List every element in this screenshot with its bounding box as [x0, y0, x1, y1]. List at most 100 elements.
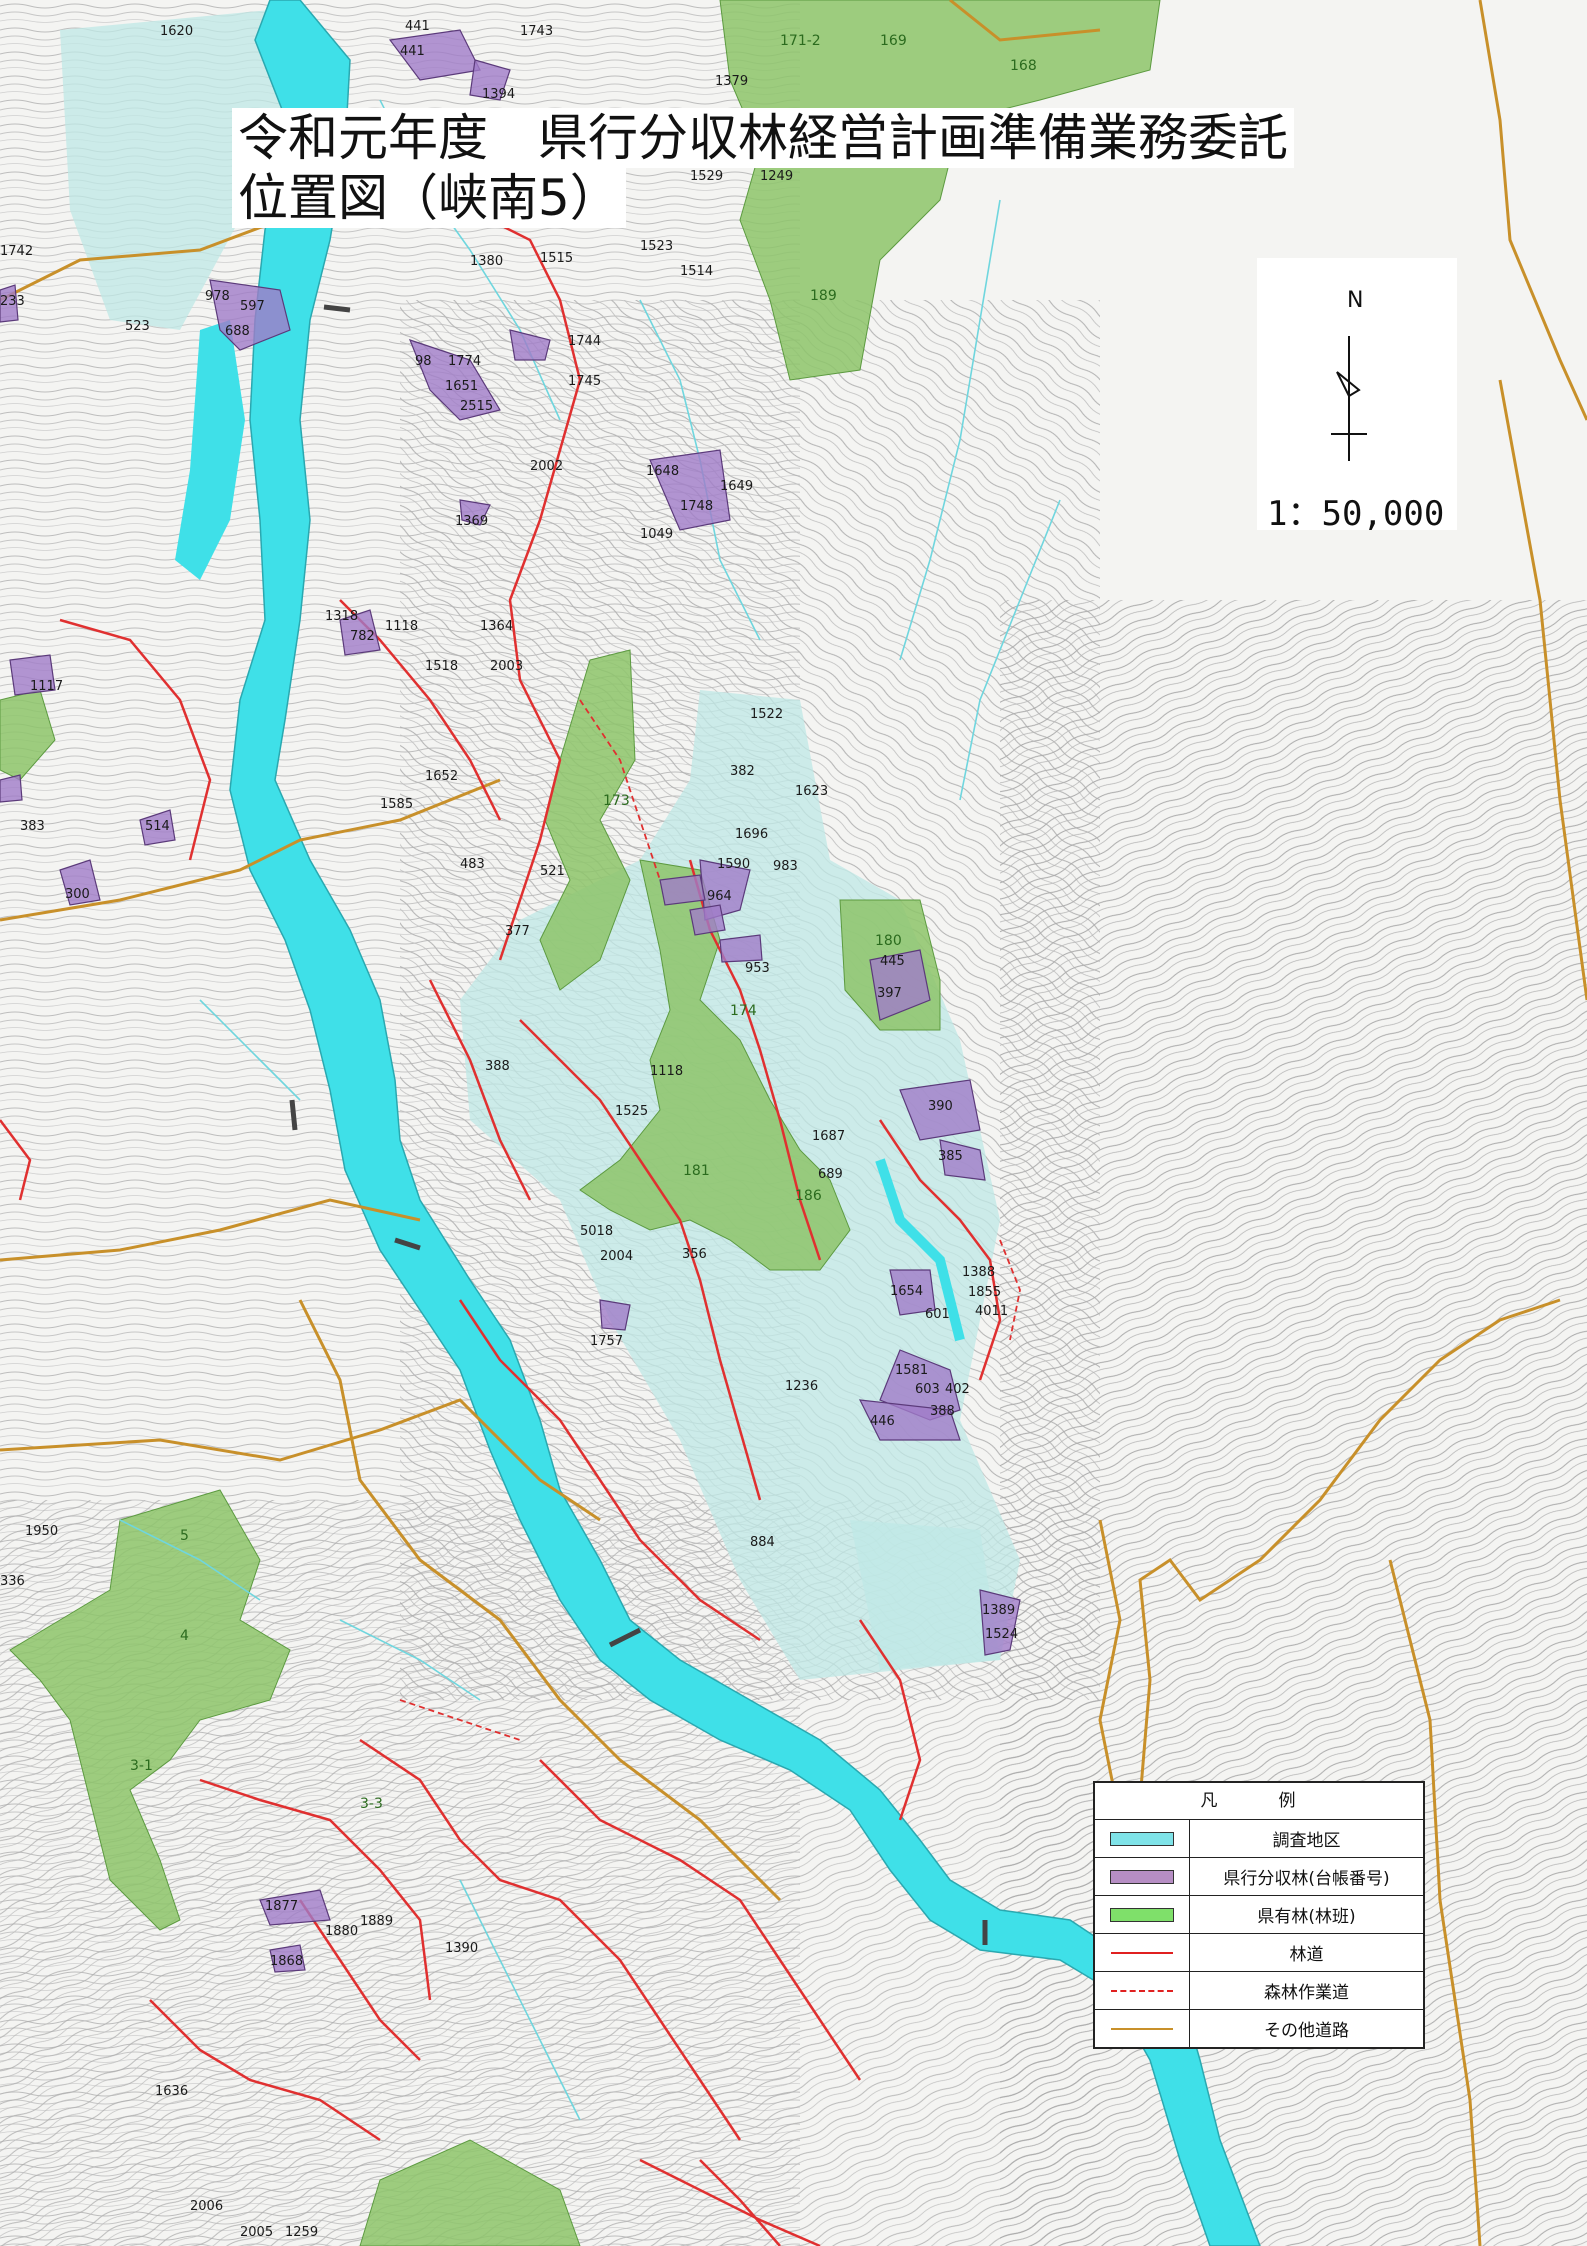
svg-text:1523: 1523 — [640, 239, 673, 254]
north-arrow-icon — [1331, 336, 1367, 461]
scale-ratio: 1：50,000 — [1267, 494, 1445, 534]
leased-forest-parcels — [0, 29, 1021, 1973]
svg-text:1581: 1581 — [895, 1363, 928, 1378]
svg-text:169: 169 — [880, 33, 907, 49]
legend-row-leased-forest: 県行分収林(台帳番号) — [1095, 1858, 1423, 1896]
svg-text:964: 964 — [707, 889, 732, 904]
svg-text:483: 483 — [460, 857, 485, 872]
legend-row-prefectural-forest: 県有林(林班) — [1095, 1896, 1423, 1934]
svg-text:1620: 1620 — [160, 24, 193, 39]
svg-text:1394: 1394 — [482, 87, 515, 102]
svg-text:1696: 1696 — [735, 827, 768, 842]
svg-text:1318: 1318 — [325, 609, 358, 624]
svg-text:171-2: 171-2 — [780, 33, 821, 49]
svg-text:1389: 1389 — [982, 1603, 1015, 1618]
svg-text:1651: 1651 — [445, 379, 478, 394]
svg-text:4: 4 — [180, 1628, 189, 1644]
svg-text:1117: 1117 — [30, 679, 63, 694]
svg-text:174: 174 — [730, 1003, 757, 1019]
svg-text:782: 782 — [350, 629, 375, 644]
svg-text:597: 597 — [240, 299, 265, 314]
svg-text:953: 953 — [745, 961, 770, 976]
svg-text:1623: 1623 — [795, 784, 828, 799]
svg-text:1364: 1364 — [480, 619, 513, 634]
svg-text:1889: 1889 — [360, 1914, 393, 1929]
svg-text:189: 189 — [810, 288, 837, 304]
svg-text:383: 383 — [20, 819, 45, 834]
svg-text:1654: 1654 — [890, 1284, 923, 1299]
svg-text:186: 186 — [795, 1188, 822, 1204]
svg-text:1369: 1369 — [455, 514, 488, 529]
svg-text:1742: 1742 — [0, 244, 33, 259]
svg-text:521: 521 — [540, 864, 565, 879]
svg-text:1880: 1880 — [325, 1924, 358, 1939]
svg-text:1774: 1774 — [448, 354, 481, 369]
svg-text:1590: 1590 — [717, 857, 750, 872]
svg-text:1585: 1585 — [380, 797, 413, 812]
forest-road-line-icon — [1111, 1951, 1173, 1954]
svg-text:1950: 1950 — [25, 1524, 58, 1539]
svg-text:1524: 1524 — [985, 1627, 1018, 1642]
river-west-channel — [175, 320, 245, 580]
prefectural-forest-swatch-icon — [1110, 1907, 1174, 1922]
svg-text:1390: 1390 — [445, 1941, 478, 1956]
svg-text:1259: 1259 — [285, 2225, 318, 2240]
svg-text:1379: 1379 — [715, 74, 748, 89]
legend-row-survey-area: 調査地区 — [1095, 1820, 1423, 1858]
svg-text:3-3: 3-3 — [360, 1796, 383, 1812]
svg-text:181: 181 — [683, 1163, 710, 1179]
legend-label: 県有林(林班) — [1257, 1907, 1356, 1927]
svg-text:2004: 2004 — [600, 1249, 633, 1264]
svg-text:1649: 1649 — [720, 479, 753, 494]
svg-text:1757: 1757 — [590, 1334, 623, 1349]
prefectural-forest-south — [359, 2139, 581, 2246]
svg-text:1049: 1049 — [640, 527, 673, 542]
svg-text:884: 884 — [750, 1535, 775, 1550]
svg-text:441: 441 — [405, 19, 430, 34]
svg-text:388: 388 — [930, 1404, 955, 1419]
svg-text:382: 382 — [730, 764, 755, 779]
prefectural-forest-5-4-3 — [9, 1489, 291, 1931]
svg-text:601: 601 — [925, 1307, 950, 1322]
svg-text:2006: 2006 — [190, 2199, 223, 2214]
svg-text:446: 446 — [870, 1414, 895, 1429]
legend-row-other-road: その他道路 — [1095, 2010, 1423, 2047]
legend-label: その他道路 — [1264, 2021, 1349, 2041]
svg-text:978: 978 — [205, 289, 230, 304]
svg-text:388: 388 — [485, 1059, 510, 1074]
svg-text:168: 168 — [1010, 58, 1037, 74]
map-title: 令和元年度 県行分収林経営計画準備業務委託 — [232, 108, 1294, 168]
svg-text:1745: 1745 — [568, 374, 601, 389]
svg-text:2002: 2002 — [530, 459, 563, 474]
svg-text:1648: 1648 — [646, 464, 679, 479]
svg-text:385: 385 — [938, 1149, 963, 1164]
leased-forest-swatch-icon — [1110, 1869, 1174, 1884]
svg-text:1744: 1744 — [568, 334, 601, 349]
svg-text:5018: 5018 — [580, 1224, 613, 1239]
svg-text:390: 390 — [928, 1099, 953, 1114]
map-subtitle: 位置図（峡南5） — [232, 168, 626, 228]
svg-text:1515: 1515 — [540, 251, 573, 266]
svg-text:173: 173 — [603, 793, 630, 809]
map-legend: 凡 例 調査地区 県行分収林(台帳番号) 県有林(林班) 林道 森林作業道 その… — [1093, 1781, 1425, 2049]
svg-text:514: 514 — [145, 819, 170, 834]
svg-text:233: 233 — [0, 294, 25, 309]
svg-text:1380: 1380 — [470, 254, 503, 269]
svg-text:1855: 1855 — [968, 1285, 1001, 1300]
svg-text:2003: 2003 — [490, 659, 523, 674]
legend-row-forest-road: 林道 — [1095, 1934, 1423, 1972]
svg-text:1529: 1529 — [690, 169, 723, 184]
survey-area-swatch-icon — [1110, 1831, 1174, 1846]
svg-text:1525: 1525 — [615, 1104, 648, 1119]
svg-text:2005: 2005 — [240, 2225, 273, 2240]
svg-text:688: 688 — [225, 324, 250, 339]
svg-text:523: 523 — [125, 319, 150, 334]
svg-text:5: 5 — [180, 1528, 189, 1544]
svg-text:356: 356 — [682, 1247, 707, 1262]
svg-text:1868: 1868 — [270, 1954, 303, 1969]
legend-label: 県行分収林(台帳番号) — [1223, 1869, 1390, 1889]
svg-text:300: 300 — [65, 887, 90, 902]
svg-text:689: 689 — [818, 1167, 843, 1182]
legend-row-forest-work-road: 森林作業道 — [1095, 1972, 1423, 2010]
